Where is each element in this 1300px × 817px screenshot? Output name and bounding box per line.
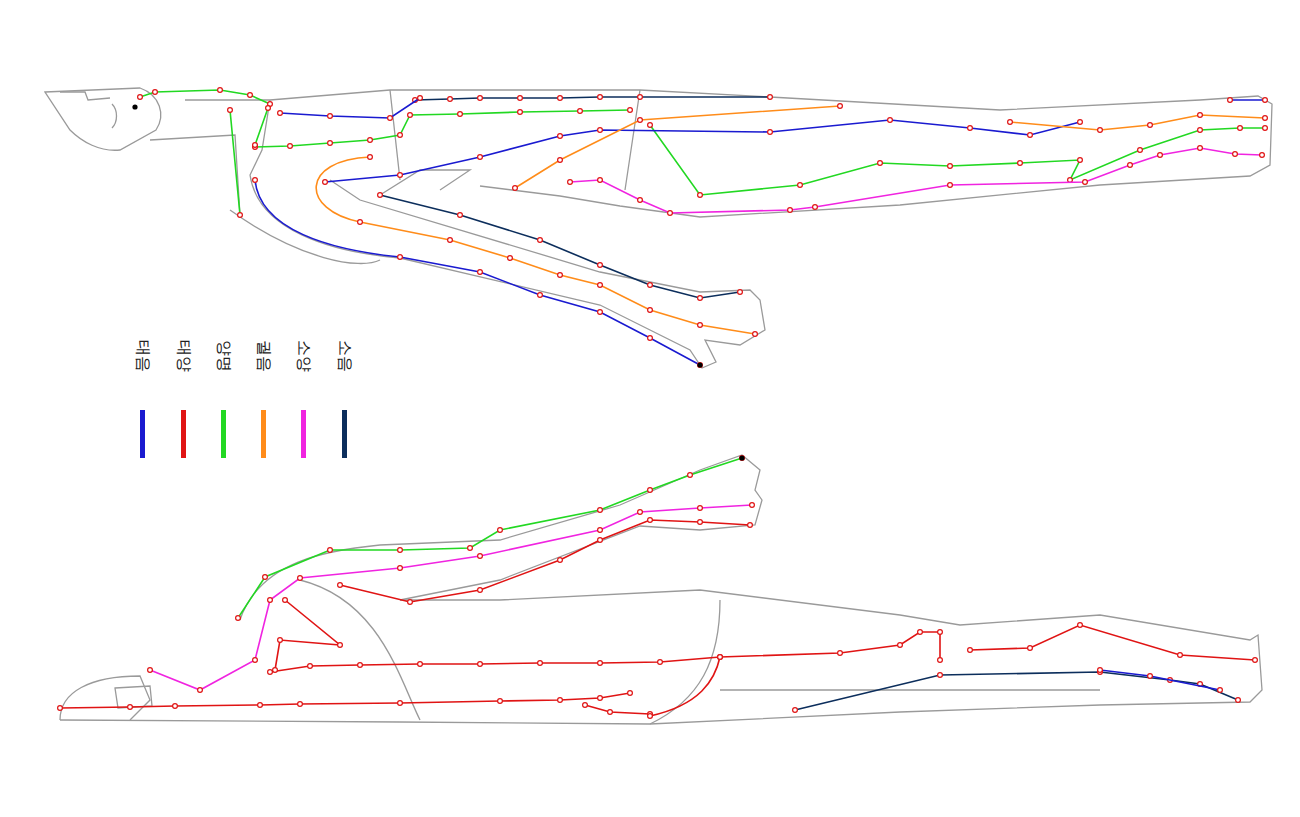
legend-text: 태양 (173, 339, 194, 371)
legend-text: 궐음 (253, 339, 274, 371)
legend-text: 양명 (213, 339, 234, 371)
meridian-line (60, 458, 1255, 716)
end-point (132, 104, 744, 460)
legend-text: 태음 (132, 339, 153, 371)
meridian-line (140, 90, 1265, 365)
legend-label: 태음 (112, 325, 172, 385)
legend-label: 양명 (193, 325, 253, 385)
legend-swatch (301, 410, 306, 458)
legend-swatch (140, 410, 145, 458)
legend-swatch (342, 410, 347, 458)
legend-swatch (221, 410, 226, 458)
legend-swatch (261, 410, 266, 458)
legend-text: 소음 (334, 339, 355, 371)
legend-label: 소음 (314, 325, 374, 385)
legend-swatch (181, 410, 186, 458)
legend-label: 태양 (153, 325, 213, 385)
body-outline (60, 455, 1262, 724)
legend-text: 소양 (293, 339, 314, 371)
body-outline (45, 88, 1272, 368)
legend-label: 궐음 (233, 325, 293, 385)
legend-label: 소양 (273, 325, 333, 385)
